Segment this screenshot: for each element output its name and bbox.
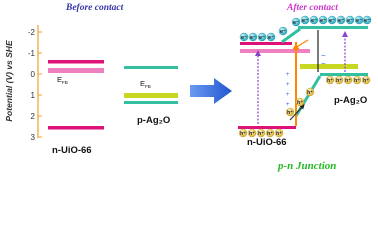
uio-vb-band (48, 126, 104, 130)
hole (256, 128, 266, 138)
hole-label: h⁺ (297, 100, 303, 106)
axis-tick-label: -2 (28, 28, 36, 37)
uio-ef-after (240, 49, 310, 53)
hole (274, 128, 284, 138)
svg-text:+: + (286, 82, 290, 88)
hole (361, 75, 371, 85)
electron-label: e⁻ (356, 18, 362, 24)
hole (238, 128, 248, 138)
hole-label: h⁺ (249, 131, 255, 137)
uio-label-after: n-UiO-66 (247, 137, 287, 148)
hole (343, 75, 353, 85)
electron (266, 32, 276, 42)
after-contact-title: After contact (286, 3, 338, 13)
uio-cb-band (48, 60, 104, 64)
axis-tick-label: 1 (31, 91, 36, 100)
uio-ef-band (48, 68, 104, 73)
hole-label: h⁺ (267, 131, 273, 137)
potential-axis: -2 -1 0 1 2 3 Potential (V) vs SHE (4, 25, 42, 142)
svg-text:−: − (321, 59, 326, 68)
ag-vb-band (124, 101, 178, 104)
electron (248, 32, 258, 42)
space-charge-minus: −− (321, 51, 326, 68)
hole (352, 75, 362, 85)
hole-label: h⁺ (363, 78, 369, 84)
before-contact-title: Before contact (65, 3, 124, 13)
electron-label: e⁻ (280, 29, 286, 35)
transition-arrow (190, 78, 232, 104)
electron (327, 15, 337, 25)
axis-tick-label: 3 (31, 133, 36, 142)
uio-ef-label: EFB (57, 75, 68, 85)
hole (295, 97, 305, 107)
hole-label: h⁺ (307, 90, 313, 96)
svg-text:+: + (286, 72, 290, 78)
electron (300, 15, 310, 25)
electron-label: e⁻ (320, 18, 326, 24)
ag-cb-band (124, 66, 178, 69)
uio-label-before: n-UiO-66 (52, 145, 92, 156)
hole-transfer-arrow (289, 104, 305, 121)
electron (362, 15, 372, 25)
electron (318, 15, 328, 25)
electron-label: e⁻ (347, 18, 353, 24)
hole-label: h⁺ (287, 110, 293, 116)
axis-tick-label: 0 (31, 70, 36, 79)
ag-ef-label: EFB (140, 79, 151, 89)
hole-label: h⁺ (345, 78, 351, 84)
ag-cb-after (298, 26, 368, 29)
ag-ef-band (124, 93, 178, 98)
svg-text:+: + (286, 92, 290, 98)
axis-tick-label: 2 (31, 112, 36, 121)
after-contact-diagram: ++++ −− e⁻e⁻e⁻e⁻e⁻e⁻e⁻e⁻e⁻e⁻e⁻e⁻e⁻e⁻ h⁺h… (238, 15, 372, 138)
electron (291, 17, 301, 27)
hole-label: h⁺ (240, 131, 246, 137)
electron (257, 32, 267, 42)
band-diagram: Before contact After contact -2 -1 0 1 2 3 Po… (4, 3, 372, 172)
hole-label: h⁺ (258, 131, 264, 137)
svg-text:−: − (321, 51, 326, 60)
hole (305, 87, 315, 97)
axis-title: Potential (V) vs SHE (4, 40, 14, 122)
svg-text:+: + (286, 102, 290, 108)
electron-label: e⁻ (338, 18, 344, 24)
hole (285, 107, 295, 117)
electron-label: e⁻ (329, 18, 335, 24)
ag-ef-after (300, 64, 358, 69)
hole (325, 75, 335, 85)
hole (247, 128, 257, 138)
electron-label: e⁻ (364, 18, 370, 24)
electron (278, 26, 288, 36)
ag-cb-bend (281, 27, 301, 44)
electron (336, 15, 346, 25)
electron-label: e⁻ (311, 18, 317, 24)
electron-label: e⁻ (241, 35, 247, 41)
uio-vb-after (238, 126, 296, 129)
hole-label: h⁺ (354, 78, 360, 84)
hole (265, 128, 275, 138)
hole-label: h⁺ (327, 78, 333, 84)
hole-label: h⁺ (336, 78, 342, 84)
ag-label-before: p-Ag₂O (137, 115, 170, 126)
pn-junction-label: p-n Junction (277, 160, 336, 172)
electron-transfer-arrow (292, 39, 309, 50)
ag-label-after: p-Ag₂O (334, 95, 367, 106)
hole-label: h⁺ (276, 131, 282, 137)
electron (239, 32, 249, 42)
electron-label: e⁻ (259, 35, 265, 41)
axis-tick-label: -1 (28, 49, 36, 58)
electron-label: e⁻ (268, 35, 274, 41)
space-charge-plus: + + + + (286, 72, 290, 108)
electron-label: e⁻ (293, 20, 299, 26)
ag-vb-after (320, 73, 368, 76)
uio-cb-after (240, 42, 292, 45)
electron-label: e⁻ (302, 18, 308, 24)
electron (309, 15, 319, 25)
electron (345, 15, 355, 25)
electron-label: e⁻ (250, 35, 256, 41)
hole (334, 75, 344, 85)
